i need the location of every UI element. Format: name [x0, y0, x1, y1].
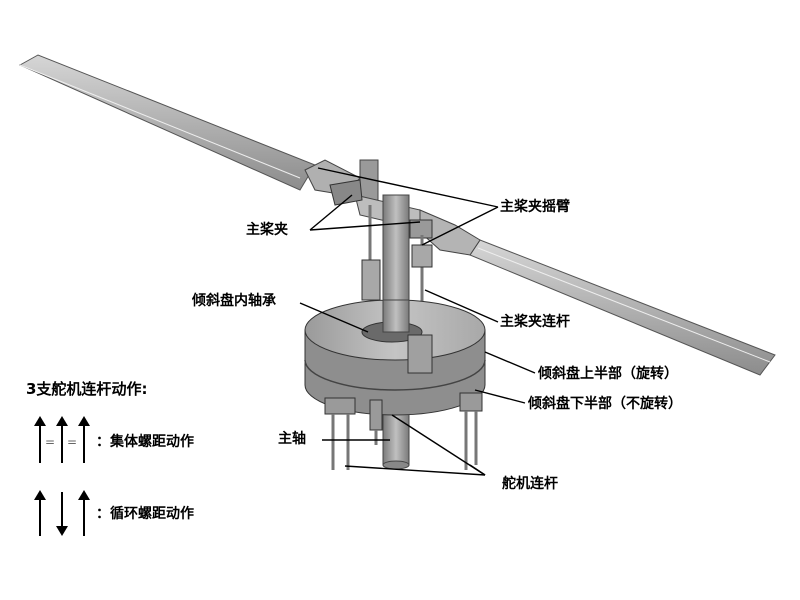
- label-servo-link: 舵机连杆: [502, 476, 558, 492]
- right-rotor-blade: [469, 239, 776, 376]
- leader-servo-link-3: [391, 414, 486, 476]
- collective-arrows: [34, 416, 90, 463]
- equal-sign-2: =: [67, 435, 78, 449]
- cyclic-arrows: [34, 490, 90, 536]
- leader-lines: [299, 167, 536, 476]
- leader-inner-bearing: [299, 302, 369, 333]
- legend-collective: ：集体螺距动作: [96, 434, 194, 450]
- label-inner-bearing: 倾斜盘内轴承: [192, 293, 276, 309]
- legend-title: 3支舵机连杆动作:: [26, 380, 148, 398]
- leader-grip-arm-2: [421, 206, 499, 246]
- leader-lower-half: [474, 389, 526, 404]
- leader-upper-half: [484, 351, 536, 374]
- label-blade-grip: 主桨夹: [246, 222, 288, 238]
- leader-grip-link: [424, 289, 499, 323]
- label-grip-link: 主桨夹连杆: [500, 314, 570, 330]
- legend-cyclic: ：循环螺距动作: [96, 506, 194, 522]
- swashplate: [304, 299, 486, 416]
- equal-sign-1: =: [45, 435, 56, 449]
- label-lower-half: 倾斜盘下半部（不旋转）: [528, 396, 682, 412]
- label-upper-half: 倾斜盘上半部（旋转）: [538, 366, 678, 382]
- label-blade-grip-arm: 主桨夹摇臂: [500, 199, 570, 215]
- leader-grip-arm-1: [317, 167, 499, 208]
- servo-links: [324, 392, 483, 470]
- left-rotor-blade: [18, 54, 316, 191]
- label-main-shaft: 主轴: [278, 431, 306, 447]
- leader-blade-grip-2: [309, 221, 421, 231]
- leader-servo-link-1: [344, 465, 486, 476]
- leader-blade-grip-1: [309, 194, 353, 231]
